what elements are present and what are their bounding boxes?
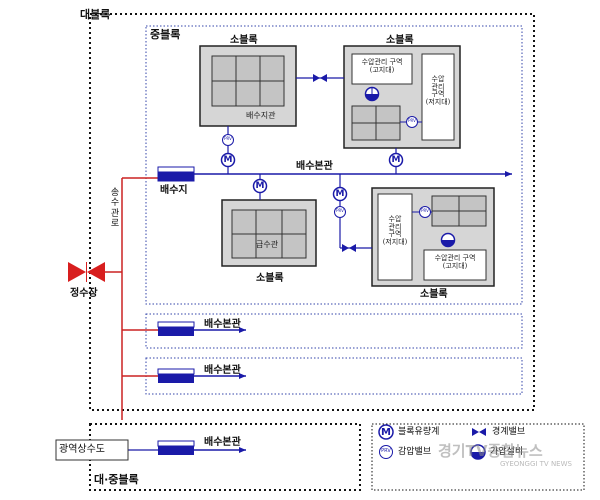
meter-icon-3: [252, 178, 268, 194]
prv-icon-1: [222, 134, 234, 146]
prv-icon-4: [419, 206, 431, 218]
treatment-plant-icon: [68, 262, 105, 282]
large-medium-block-boundary: [89, 423, 361, 491]
prv-icon-3: [334, 206, 346, 218]
booster-icon-legend: [470, 444, 486, 460]
distribution-main-label-4: 배수본관: [204, 437, 241, 448]
prv-text-4: PRV: [421, 208, 429, 213]
prv-text-legend: PRV: [381, 448, 391, 454]
reservoir-top-4: [157, 440, 195, 447]
treatment-plant-label: 정수장: [70, 288, 98, 299]
meter-icon-1: [220, 152, 236, 168]
medium-block-boundary: [145, 25, 523, 305]
legend-flow-meter: 블록유량계: [398, 427, 440, 437]
distribution-main-label: 배수본관: [296, 161, 333, 172]
reservoir-top-2: [157, 321, 195, 328]
medium-block-boundary-2: [145, 313, 523, 349]
meter-icon-2: [388, 152, 404, 168]
high-zone-box-2: [423, 249, 487, 281]
meter-letter-2: M: [391, 155, 401, 165]
meter-letter-legend: M: [381, 427, 391, 438]
high-zone-label: 수압관리 구역(고지대): [361, 58, 403, 74]
prv-text-2: PRV: [408, 118, 416, 123]
prv-text-3: PRV: [336, 208, 344, 213]
meter-letter-1: M: [223, 155, 233, 165]
distribution-branch-label: 배수지관: [246, 111, 276, 120]
booster-icon-1: [364, 86, 380, 102]
small-block-3-label: 소블록: [256, 273, 284, 284]
regional-water-box: [55, 439, 129, 461]
small-block-1-label: 소블록: [230, 35, 258, 46]
small-block-2-label: 소블록: [386, 35, 414, 46]
low-zone-box: [421, 53, 455, 141]
reservoir-top-3: [157, 368, 195, 375]
meter-letter-3: M: [255, 181, 265, 191]
reservoir-label: 배수지: [160, 185, 188, 196]
meter-letter-4: M: [335, 189, 345, 199]
reservoir-top: [157, 166, 195, 173]
legend-boundary-valve: 경계밸브: [492, 427, 526, 437]
large-block-boundary: [89, 13, 535, 411]
large-medium-block-label: 대·중블록: [94, 473, 139, 486]
boundary-valve-icon: [313, 74, 327, 82]
transmission-pipe-text: 송수관로: [110, 188, 120, 230]
prv-icon-2: [406, 116, 418, 128]
transmission-pipe-label: 송수관로: [110, 188, 122, 229]
legend-box: [371, 423, 585, 491]
small-block-4-label: 소블록: [420, 289, 448, 300]
watermark-subtext: GYEONGGI TV NEWS: [500, 460, 572, 468]
medium-block-label: 중블록: [150, 28, 181, 41]
large-block-label: 대블록: [80, 8, 111, 21]
prv-icon-legend: [379, 445, 393, 459]
supply-pipe-label: 급수관: [256, 240, 279, 249]
regional-water-label: 광역상수도: [59, 444, 105, 455]
meter-icon-legend: [378, 424, 394, 440]
legend-booster: 가압설비: [490, 447, 524, 457]
distribution-main-label-3: 배수본관: [204, 365, 241, 376]
meter-icon-4: [332, 186, 348, 202]
distribution-main-label-2: 배수본관: [204, 319, 241, 330]
boundary-valve-icon-2: [342, 244, 356, 252]
prv-text-1: PRV: [224, 136, 232, 141]
high-zone-box: [351, 53, 413, 85]
watermark-text: 경기TV종합뉴스: [438, 442, 543, 460]
boundary-valve-icon-legend: [472, 428, 486, 436]
low-zone-box-2: [377, 193, 413, 281]
legend-pressure-valve: 감압밸브: [398, 447, 432, 457]
booster-icon-2: [440, 232, 456, 248]
high-zone-label-2: 수압관리 구역(고지대): [434, 254, 476, 270]
